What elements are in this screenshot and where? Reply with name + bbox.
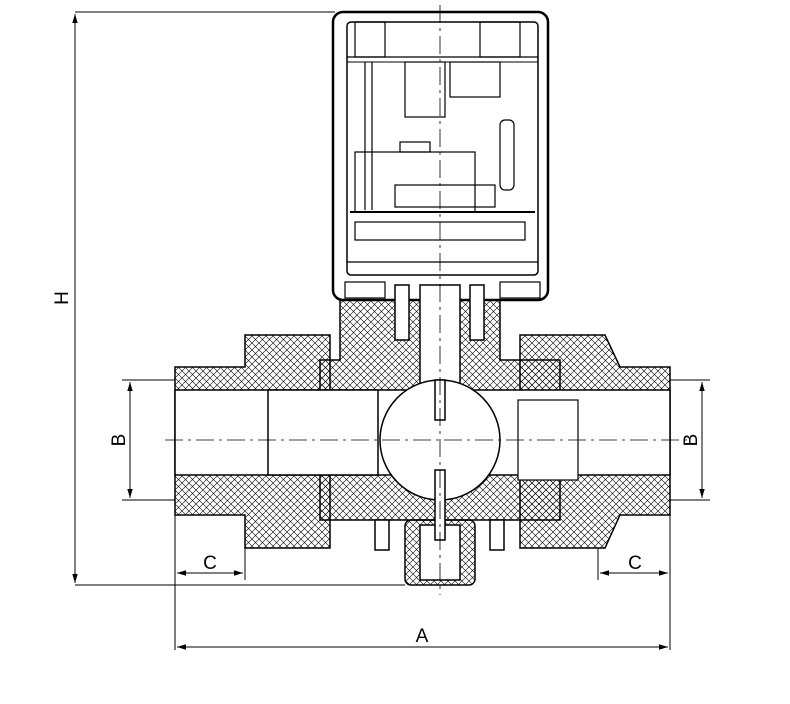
dimension-c-left-label: C xyxy=(203,553,217,574)
dimension-b-right-label: B xyxy=(681,434,702,447)
dimension-h-label: H xyxy=(52,291,73,305)
dimension-b-right xyxy=(670,379,710,501)
dimension-c-right xyxy=(597,515,671,650)
dimension-b-left-label: B xyxy=(109,434,130,447)
actuator-housing xyxy=(331,10,550,302)
dimension-c-left xyxy=(174,515,246,650)
center-lines xyxy=(165,5,690,595)
dimension-b-left xyxy=(122,379,175,501)
dimension-c-right-label: C xyxy=(628,553,642,574)
valve-body xyxy=(174,284,671,586)
dimension-h xyxy=(72,11,405,586)
dimension-a-label: A xyxy=(416,626,429,647)
